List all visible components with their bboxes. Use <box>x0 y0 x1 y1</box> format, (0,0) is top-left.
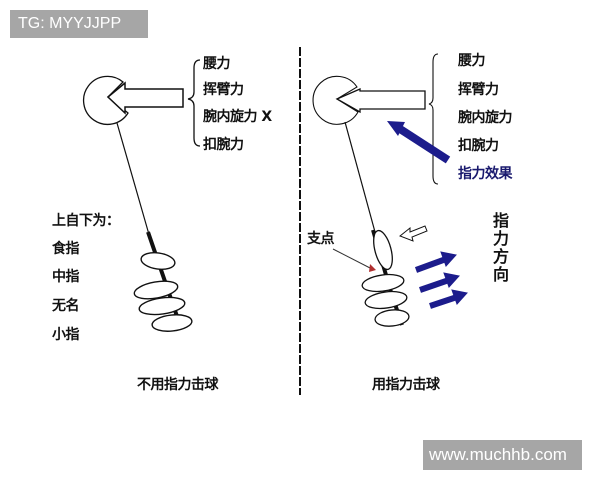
finger-effect-arrow-icon <box>387 121 451 164</box>
left-racket-head-icon <box>82 75 184 126</box>
right-fingers-icon <box>361 229 410 327</box>
left-force-arm-swing: 挥臂力 <box>203 82 244 98</box>
right-racket-head-icon <box>312 75 426 125</box>
right-handle-line <box>344 121 376 233</box>
right-caption: 用指力击球 <box>372 377 440 393</box>
left-caption: 不用指力击球 <box>137 377 219 393</box>
finger-ring: 无名 <box>52 298 80 314</box>
fulcrum-label: 支点 <box>307 231 335 247</box>
finger-effect-label: 指力效果 <box>458 166 513 182</box>
left-force-waist: 腰力 <box>203 56 231 72</box>
right-force-waist: 腰力 <box>458 53 486 69</box>
watermark-bottom: www.muchhb.com <box>423 440 582 470</box>
finger-middle: 中指 <box>52 269 80 285</box>
right-brace <box>428 53 439 185</box>
right-force-wrist-pronation: 腕内旋力 <box>458 110 513 126</box>
finger-little: 小指 <box>52 327 80 343</box>
finger-order-title: 上自下为： <box>52 213 120 229</box>
right-force-arm-swing: 挥臂力 <box>458 82 499 98</box>
watermark-top: TG: MYYJJPP <box>10 10 148 38</box>
finger-index: 食指 <box>52 241 80 257</box>
left-force-wrist-snap: 扣腕力 <box>203 137 244 153</box>
left-fingers-icon <box>133 252 193 332</box>
left-force-wrist-pronation: 腕内旋力 X <box>203 109 272 125</box>
finger-direction-label: 指力方向 <box>490 212 509 284</box>
left-handle-line <box>116 122 151 239</box>
finger-direction-arrows-icon <box>414 251 468 309</box>
left-brace <box>187 59 201 147</box>
fulcrum-pointer-icon <box>332 248 376 272</box>
hollow-arrow-icon <box>399 225 428 242</box>
right-force-wrist-snap: 扣腕力 <box>458 138 499 154</box>
